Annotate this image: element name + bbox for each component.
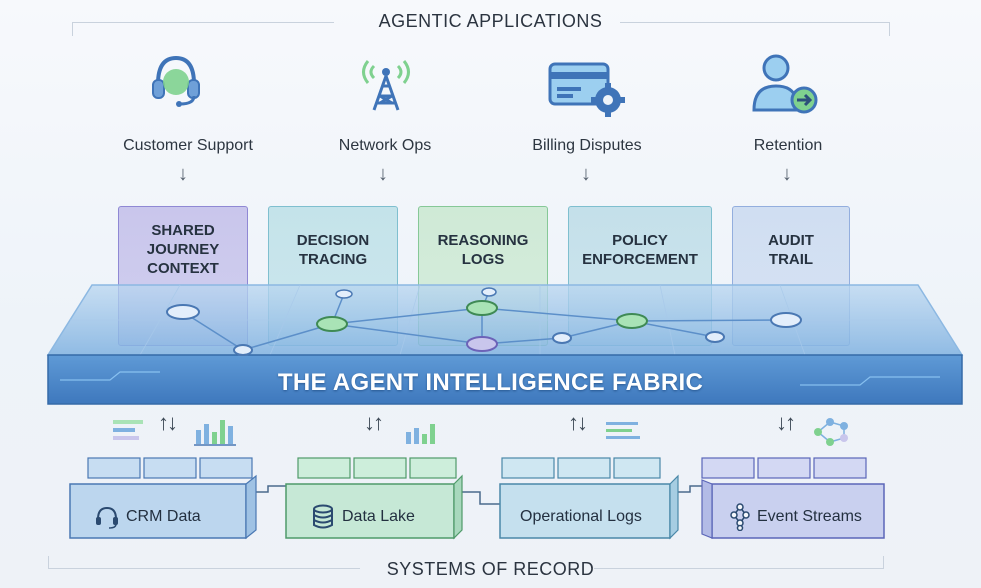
layer-card-line: DECISION [296, 232, 370, 249]
layer-card-line: SHARED [151, 222, 215, 239]
layer-card-line: LOGS [461, 251, 505, 268]
app-label-retention: Retention [753, 137, 823, 154]
arrow-down-retention: ↓ [782, 163, 792, 185]
top-section-title: AGENTIC APPLICATIONS [378, 11, 603, 31]
app-label-customer-support: Customer Support [123, 137, 253, 154]
app-label-network-ops: Network Ops [338, 137, 432, 154]
headset-icon [152, 55, 200, 107]
fabric-network-graph [166, 287, 802, 356]
bar-chart-small-icon [406, 424, 435, 444]
arrow-down-network-ops: ↓ [378, 163, 388, 185]
database-icon [313, 504, 333, 529]
top-frame-line-left [72, 22, 334, 23]
fabric-platform [46, 284, 964, 405]
system-label-operational-logs: Operational Logs [520, 508, 642, 525]
antenna-tower-icon [362, 60, 410, 111]
bottom-frame-line-left [48, 568, 360, 569]
headset-icon [96, 506, 118, 529]
bar-chart-icon [194, 420, 236, 446]
operational-logs-block [499, 457, 679, 540]
bottom-section-title: SYSTEMS OF RECORD [386, 559, 595, 579]
network-nodes-icon [730, 503, 750, 531]
bottom-frame-line-right [594, 568, 884, 569]
log-lines-icon [606, 422, 640, 439]
connector-arrows-crm: ↑↓ [158, 410, 178, 435]
layer-card-line: AUDIT [768, 232, 814, 249]
bar-list-icon [113, 420, 143, 440]
layer-card-line: REASONING [437, 232, 529, 249]
systems-of-record-blocks [69, 457, 885, 540]
layer-card-line: TRAIL [768, 251, 814, 268]
fabric-title: THE AGENT INTELLIGENCE FABRIC [277, 369, 704, 396]
bottom-frame-tick-right [883, 556, 884, 568]
connector-arrows-operational-logs: ↑↓ [568, 410, 588, 435]
layer-card-line: CONTEXT [147, 260, 219, 277]
top-frame-tick-left [72, 22, 73, 36]
arrow-down-customer-support: ↓ [178, 163, 188, 185]
top-frame-tick-right [889, 22, 890, 36]
layer-card-line: TRACING [298, 251, 368, 268]
user-arrow-icon [752, 54, 818, 114]
layer-card-line: JOURNEY [146, 241, 220, 258]
connector-arrows-data-lake: ↓↑ [364, 410, 384, 435]
node-graph-icon [814, 418, 848, 446]
layer-card-line: ENFORCEMENT [582, 251, 698, 268]
connector-arrows-event-streams: ↓↑ [776, 410, 796, 435]
app-label-billing-disputes: Billing Disputes [532, 137, 642, 154]
system-label-crm-data: CRM Data [126, 508, 201, 525]
system-label-data-lake: Data Lake [342, 508, 415, 525]
top-frame-line-right [620, 22, 890, 23]
bottom-frame-tick-left [48, 556, 49, 568]
system-label-event-streams: Event Streams [757, 508, 862, 525]
arrow-down-billing-disputes: ↓ [581, 163, 591, 185]
credit-card-gear-icon [548, 62, 625, 117]
layer-card-line: POLICY [612, 232, 668, 249]
